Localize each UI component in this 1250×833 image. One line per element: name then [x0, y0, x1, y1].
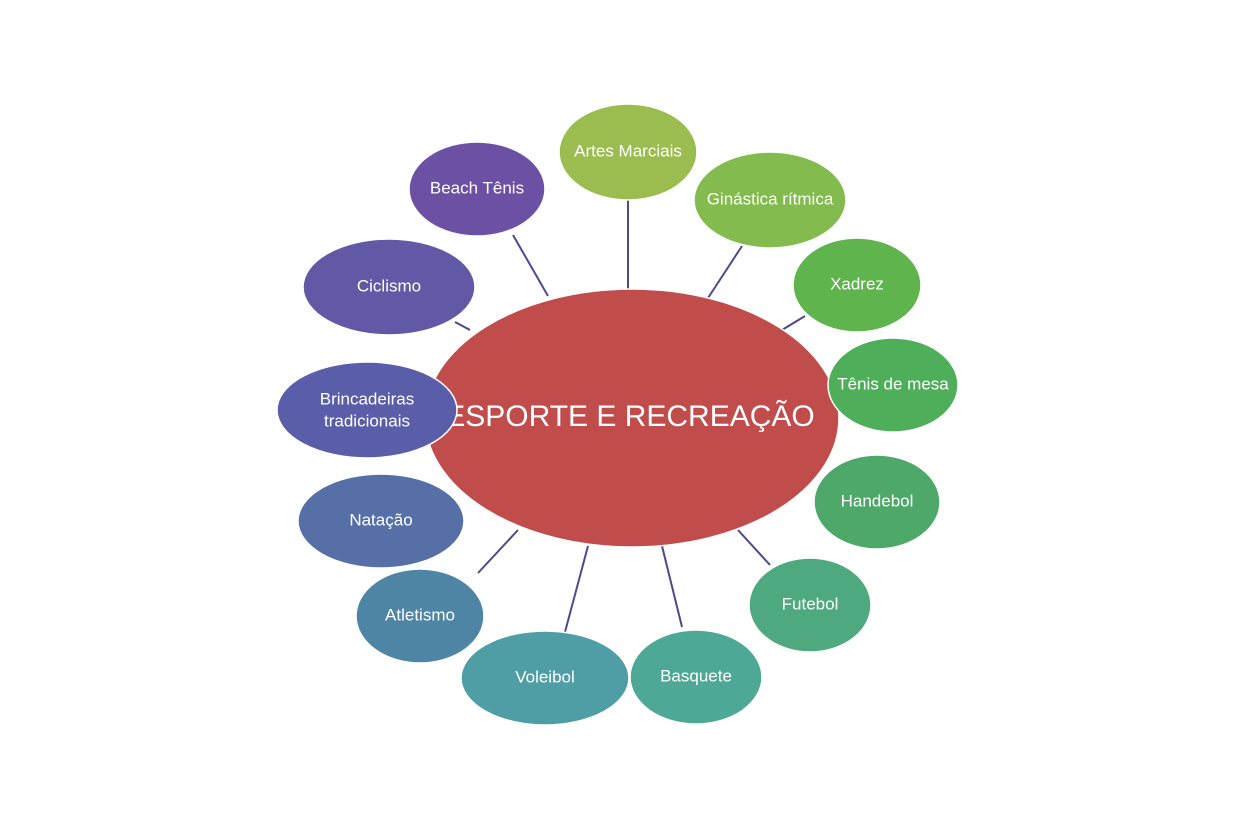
- node-atletismo: Atletismo: [355, 568, 485, 664]
- node-tenis-de-mesa: Tênis de mesa: [827, 337, 959, 433]
- node-voleibol: Voleibol: [460, 630, 630, 726]
- node-natacao: Natação: [297, 473, 465, 569]
- node-futebol: Futebol: [748, 557, 872, 653]
- node-basquete: Basquete: [629, 629, 763, 725]
- node-label: Beach Tênis: [430, 178, 524, 197]
- connector-ciclismo: [454, 321, 471, 331]
- node-label: Atletismo: [385, 605, 455, 624]
- node-handebol: Handebol: [813, 454, 941, 550]
- node-label: Handebol: [841, 491, 914, 510]
- node-beach-tenis: Beach Tênis: [408, 141, 546, 237]
- connectors: [454, 200, 806, 633]
- node-label: Ciclismo: [357, 276, 421, 295]
- node-brincadeiras-tradicionais: Brincadeiras tradicionais: [276, 361, 458, 459]
- center-node: ESPORTE E RECREAÇÃO: [424, 288, 840, 548]
- node-ciclismo: Ciclismo: [302, 238, 476, 336]
- node-label: Xadrez: [830, 274, 884, 293]
- node-label: Artes Marciais: [574, 141, 682, 160]
- node-label: Basquete: [660, 666, 732, 685]
- node-label: Natação: [349, 510, 412, 529]
- connector-ginastica: [707, 245, 743, 299]
- connector-xadrez: [781, 315, 806, 331]
- connector-voleibol: [564, 545, 589, 633]
- connector-atletismo: [477, 529, 519, 574]
- connector-beach-tenis: [512, 234, 549, 297]
- node-label-line1: Brincadeiras: [320, 389, 415, 408]
- node-label-line2: tradicionais: [324, 411, 410, 430]
- node-artes-marciais: Artes Marciais: [558, 103, 698, 201]
- node-label: Ginástica rítmica: [707, 189, 834, 208]
- connector-basquete: [661, 545, 683, 628]
- node-ginastica-ritmica: Ginástica rítmica: [693, 151, 847, 249]
- center-label: ESPORTE E RECREAÇÃO: [445, 399, 815, 433]
- node-label: Futebol: [782, 594, 839, 613]
- node-xadrez: Xadrez: [792, 237, 922, 333]
- connector-futebol: [737, 529, 771, 566]
- node-label: Tênis de mesa: [837, 374, 949, 393]
- node-label: Voleibol: [515, 667, 575, 686]
